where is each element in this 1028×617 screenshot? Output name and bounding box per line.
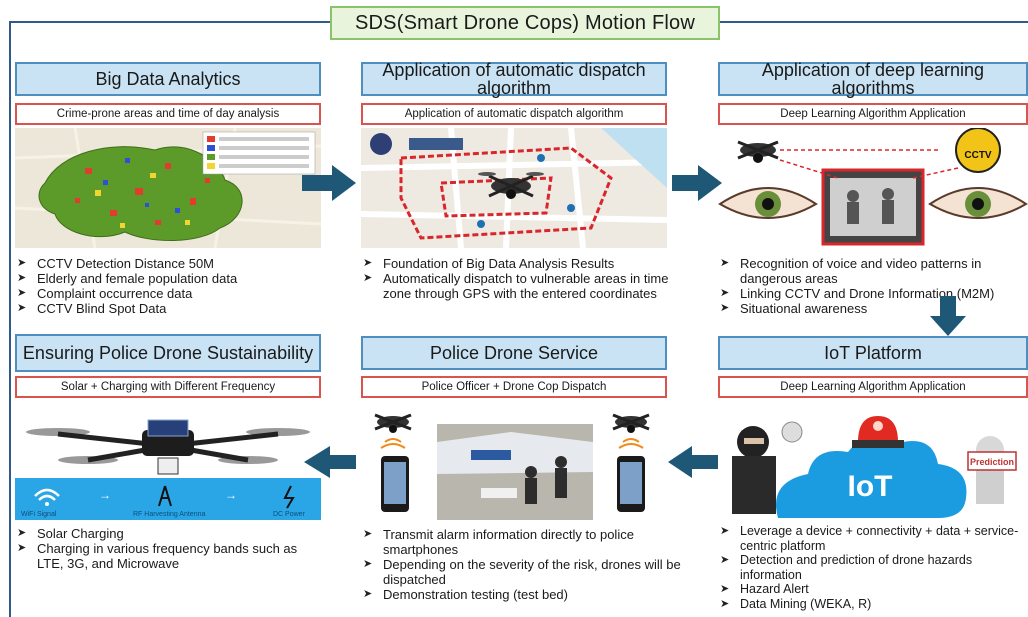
- sustainability-title: Ensuring Police Drone Sustainability: [15, 334, 321, 372]
- bullet-item: Detection and prediction of drone hazard…: [718, 553, 1028, 582]
- bullet-item: CCTV Detection Distance 50M: [15, 256, 321, 271]
- surveillance-image: CCTV: [718, 128, 1028, 248]
- dispatch-bullets: Foundation of Big Data Analysis Results …: [361, 256, 681, 301]
- crime-map-image: [15, 128, 321, 248]
- iot-title: IoT Platform: [718, 336, 1028, 370]
- service-subtitle: Police Officer + Drone Cop Dispatch: [361, 376, 667, 398]
- arrow-right-icon: [672, 165, 722, 201]
- service-bullets: Transmit alarm information directly to p…: [361, 527, 701, 602]
- dispatch-map-image: [361, 128, 667, 248]
- solar-drone-image: WiFi Signal → RF Harvesting Antenna → DC…: [15, 402, 321, 520]
- bullet-item: Transmit alarm information directly to p…: [361, 527, 701, 557]
- dispatch-title: Application of automatic dispatch algori…: [361, 61, 667, 97]
- bullet-item: Leverage a device + connectivity + data …: [718, 524, 1028, 553]
- bullet-item: Depending on the severity of the risk, d…: [361, 557, 701, 587]
- dispatch-subtitle: Application of automatic dispatch algori…: [361, 103, 667, 125]
- iot-cloud-label: IoT: [848, 470, 893, 503]
- big-data-subtitle: Crime-prone areas and time of day analys…: [15, 103, 321, 125]
- arrow-left-icon: [668, 446, 718, 478]
- sustainability-bullets: Solar Charging Charging in various frequ…: [15, 526, 321, 571]
- wifi-signal-label: WiFi Signal: [21, 511, 57, 518]
- bullet-item: Elderly and female population data: [15, 271, 321, 286]
- service-title: Police Drone Service: [361, 336, 667, 370]
- iot-bullets: Leverage a device + connectivity + data …: [718, 524, 1028, 611]
- bullet-item: Demonstration testing (test bed): [361, 587, 701, 602]
- deep-learning-subtitle: Deep Learning Algorithm Application: [718, 103, 1028, 125]
- bullet-item: Charging in various frequency bands such…: [15, 541, 321, 571]
- bullet-item: Hazard Alert: [718, 582, 1028, 597]
- deep-learning-bullets: Recognition of voice and video patterns …: [718, 256, 1028, 316]
- iot-subtitle: Deep Learning Algorithm Application: [718, 376, 1028, 398]
- arrow-right-icon: [302, 165, 356, 201]
- bullet-item: Foundation of Big Data Analysis Results: [361, 256, 681, 271]
- svg-text:→: →: [225, 488, 237, 502]
- bullet-item: Linking CCTV and Drone Information (M2M): [718, 286, 1028, 301]
- bullet-item: Data Mining (WEKA, R): [718, 597, 1028, 612]
- deep-learning-title: Application of deep learning algorithms: [718, 61, 1028, 97]
- arrow-left-icon: [304, 446, 356, 478]
- bullet-item: Situational awareness: [718, 301, 1028, 316]
- diagram-title: SDS(Smart Drone Cops) Motion Flow: [330, 6, 720, 40]
- rf-antenna-label: RF Harvesting Antenna: [133, 511, 205, 518]
- arrow-down-icon: [930, 296, 966, 336]
- iot-platform-image: IoT Prediction: [718, 402, 1028, 520]
- bullet-item: Complaint occurrence data: [15, 286, 321, 301]
- bullet-item: Recognition of voice and video patterns …: [718, 256, 1028, 286]
- big-data-title: Big Data Analytics: [15, 62, 321, 96]
- cctv-sign-label: CCTV: [964, 150, 992, 161]
- bullet-item: Solar Charging: [15, 526, 321, 541]
- bullet-item: Automatically dispatch to vulnerable are…: [361, 271, 681, 301]
- sustainability-subtitle: Solar + Charging with Different Frequenc…: [15, 376, 321, 398]
- bullet-item: CCTV Blind Spot Data: [15, 301, 321, 316]
- big-data-bullets: CCTV Detection Distance 50M Elderly and …: [15, 256, 321, 316]
- police-service-image: [361, 402, 667, 520]
- prediction-sign-label: Prediction: [970, 457, 1014, 467]
- svg-text:→: →: [99, 488, 111, 502]
- dc-power-label: DC Power: [273, 511, 306, 518]
